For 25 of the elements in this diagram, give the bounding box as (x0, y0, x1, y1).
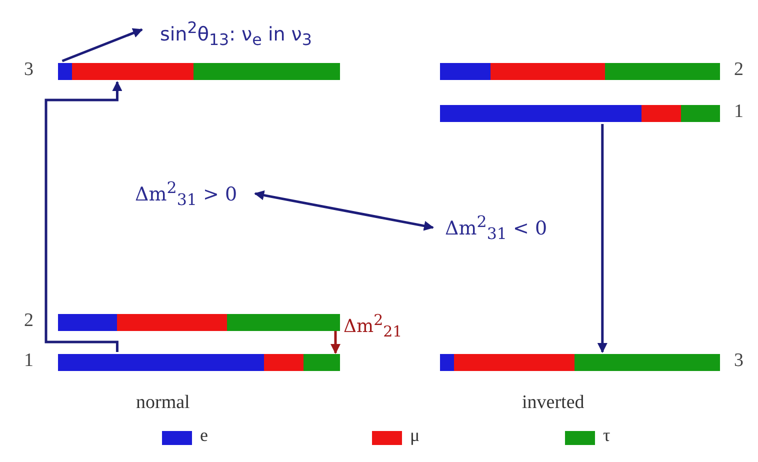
level-number: 2 (24, 310, 34, 332)
arrow (597, 124, 608, 353)
level-number: 2 (734, 59, 744, 81)
mixing-bar (440, 63, 720, 80)
arrow (44, 81, 122, 352)
legend-label: e (200, 425, 208, 446)
level-number: 3 (24, 59, 34, 81)
arrow (254, 190, 434, 231)
legend-label: τ (603, 425, 610, 446)
mixing-bar (58, 354, 340, 371)
scheme-caption: inverted (522, 392, 584, 414)
mixing-bar (440, 354, 720, 371)
formula-text: Δm$^{2}$$_{31}$ < 0 (445, 212, 548, 244)
mixing-bar (440, 105, 720, 122)
level-number: 1 (24, 350, 34, 372)
annotation-text: sin$^{2}$θ$_{13}$: ν$_{e}$ in ν$_{3}$ (160, 18, 312, 50)
arrow (62, 28, 143, 62)
mixing-bar (58, 314, 340, 331)
scheme-caption: normal (136, 392, 190, 414)
level-number: 3 (734, 350, 744, 372)
formula-text: Δm$^{2}$$_{31}$ > 0 (135, 178, 238, 210)
mixing-bar (58, 63, 340, 80)
level-number: 1 (734, 101, 744, 123)
arrow (330, 331, 340, 354)
legend-label: μ (410, 425, 420, 446)
